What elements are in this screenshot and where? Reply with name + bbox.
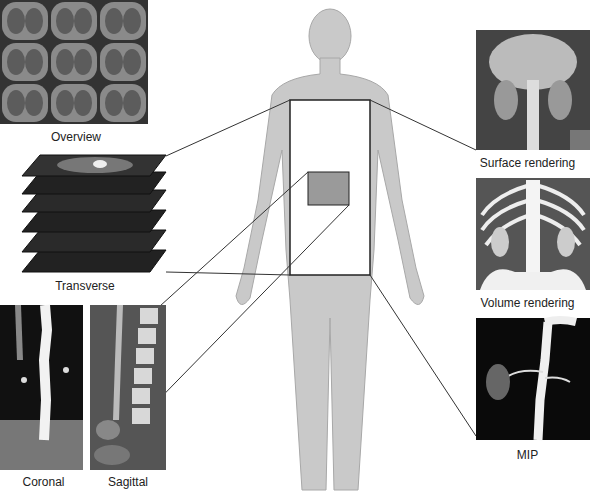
panel-caption: Sagittal [88,475,168,489]
panel-caption: Volume rendering [467,296,588,310]
surface-rendering-image [476,30,590,150]
mip-image [476,318,590,440]
panel-caption: Transverse [10,279,160,293]
panel-caption: Surface rendering [467,156,588,170]
image-panel: Transverse [10,155,160,293]
volume-rendering-image [476,178,590,290]
panel-caption: MIP [467,448,588,462]
transverse-stack [22,155,166,272]
body-silhouette [236,9,424,490]
panel-caption: Overview [2,130,150,144]
image-panel: Volume rendering [467,178,588,310]
image-panel: Coronal [2,305,85,489]
image-panel: Sagittal [88,305,168,489]
image-panel: Surface rendering [467,30,588,170]
scan-region [290,100,370,275]
overview-image [0,0,148,124]
image-panel: MIP [467,318,588,462]
panel-caption: Coronal [2,475,85,489]
coronal-image [0,305,83,470]
sagittal-image [90,305,166,470]
subregion [308,172,349,205]
image-panel: Overview [2,0,150,144]
